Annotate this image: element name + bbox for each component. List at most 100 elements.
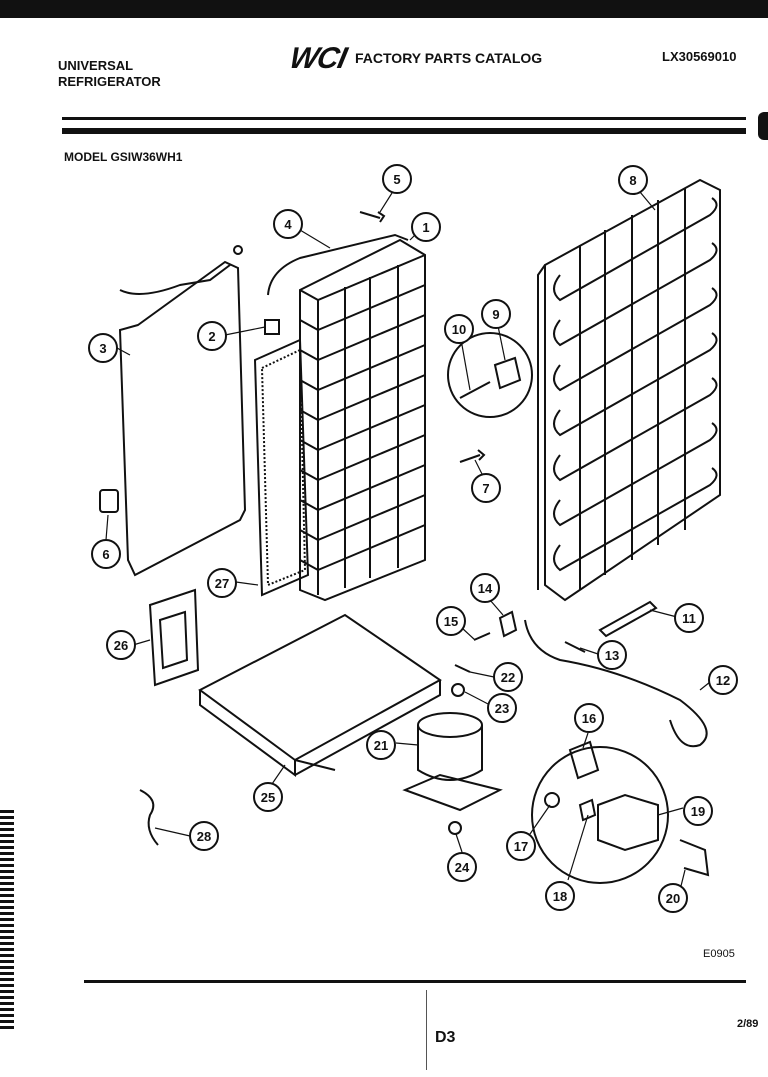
callout-circle-27 xyxy=(207,568,237,598)
callout-circle-8 xyxy=(618,165,648,195)
callout-circle-13 xyxy=(597,640,627,670)
callout-circle-17 xyxy=(506,831,536,861)
callout-circle-12 xyxy=(708,665,738,695)
callout-circle-15 xyxy=(436,606,466,636)
header-rule-top xyxy=(62,117,746,120)
part-20-clip xyxy=(679,839,710,877)
part-16-relay xyxy=(568,740,600,780)
part-28-wire xyxy=(139,789,159,846)
callout-circle-9 xyxy=(481,299,511,329)
callout-17: 17 xyxy=(514,839,528,854)
callout-circle-25 xyxy=(253,782,283,812)
callout-circle-3 xyxy=(88,333,118,363)
part-26-bracket xyxy=(148,588,200,687)
callout-circle-16 xyxy=(574,703,604,733)
callout-23: 23 xyxy=(495,701,509,716)
detail-16-19-circle xyxy=(531,746,669,884)
part-8-condenser xyxy=(544,178,721,602)
callout-circle-4 xyxy=(273,209,303,239)
callout-circle-24 xyxy=(447,852,477,882)
part-23-grommet xyxy=(451,683,465,697)
part-5-screw xyxy=(359,211,386,223)
part-10-screw xyxy=(459,381,491,399)
callout-circle-23 xyxy=(487,693,517,723)
part-11-drier xyxy=(598,600,658,638)
part-18-clip xyxy=(578,798,597,822)
part-8-tube xyxy=(537,264,546,590)
callout-6: 6 xyxy=(102,547,109,562)
part-17-clip xyxy=(544,792,560,808)
callout-20: 20 xyxy=(666,891,680,906)
product-type: REFRIGERATOR xyxy=(58,74,161,89)
callout-12: 12 xyxy=(716,673,730,688)
callout-circle-11 xyxy=(674,603,704,633)
callout-16: 16 xyxy=(582,711,596,726)
part-1-evaporator xyxy=(299,238,426,602)
callout-circle-28 xyxy=(189,821,219,851)
part-19-overload xyxy=(597,793,659,852)
callout-27: 27 xyxy=(215,576,229,591)
callout-11: 11 xyxy=(682,611,696,626)
callout-14: 14 xyxy=(478,581,493,596)
callout-10: 10 xyxy=(452,322,466,337)
part-4-tube xyxy=(267,233,409,296)
header-rule-thick xyxy=(62,128,746,134)
part-12-tube xyxy=(524,619,708,748)
part-24-grommet xyxy=(448,821,462,835)
callout-9: 9 xyxy=(492,307,499,322)
scan-edge-mark xyxy=(0,810,14,1030)
callout-circle-18 xyxy=(545,881,575,911)
diagram-code: E0905 xyxy=(703,948,735,960)
callout-25: 25 xyxy=(261,790,275,805)
callout-1: 1 xyxy=(422,220,429,235)
part-15-screw xyxy=(473,632,491,641)
part-14-clamp xyxy=(498,610,518,638)
brand-name: UNIVERSAL xyxy=(58,58,134,73)
part-3-wire xyxy=(119,264,231,295)
model-number: MODEL GSIW36WH1 xyxy=(64,150,183,164)
callout-circle-5 xyxy=(382,164,412,194)
callout-circle-21 xyxy=(366,730,396,760)
callout-22: 22 xyxy=(501,670,515,685)
callout-circle-10 xyxy=(444,314,474,344)
footer-divider xyxy=(426,990,427,1070)
part-6-clip xyxy=(99,489,119,513)
detail-9-10-circle xyxy=(447,332,533,418)
part-22-bolt xyxy=(454,664,471,673)
callout-15: 15 xyxy=(444,614,458,629)
part-27-filter xyxy=(253,338,310,597)
catalog-title: FACTORY PARTS CATALOG xyxy=(355,50,543,66)
callout-21: 21 xyxy=(374,738,388,753)
part-21-compressor xyxy=(402,712,503,812)
callout-18: 18 xyxy=(553,889,567,904)
callout-26: 26 xyxy=(114,638,128,653)
callout-circle-14 xyxy=(470,573,500,603)
callout-3: 3 xyxy=(99,341,106,356)
callout-4: 4 xyxy=(284,217,292,232)
footer-rule xyxy=(84,980,746,983)
callout-5: 5 xyxy=(393,172,400,187)
callout-24: 24 xyxy=(455,860,470,875)
callout-8: 8 xyxy=(629,173,636,188)
callout-28: 28 xyxy=(197,829,211,844)
callout-circle-22 xyxy=(493,662,523,692)
callout-circle-20 xyxy=(658,883,688,913)
callout-circle-19 xyxy=(683,796,713,826)
callout-2: 2 xyxy=(208,329,215,344)
binder-notch xyxy=(758,112,768,140)
callout-circle-7 xyxy=(471,473,501,503)
part-3-gasket xyxy=(118,260,247,577)
callout-circle-6 xyxy=(91,539,121,569)
callout-13: 13 xyxy=(605,648,619,663)
part-9-bracket xyxy=(493,356,522,390)
part-25-base xyxy=(198,613,442,762)
part-7-screw xyxy=(459,449,486,463)
callout-circle-1 xyxy=(411,212,441,242)
top-border xyxy=(0,0,768,18)
callout-circle-2 xyxy=(197,321,227,351)
part-2-block xyxy=(264,319,280,335)
callout-7: 7 xyxy=(482,481,489,496)
callout-19: 19 xyxy=(691,804,705,819)
catalog-code: LX30569010 xyxy=(662,49,737,64)
